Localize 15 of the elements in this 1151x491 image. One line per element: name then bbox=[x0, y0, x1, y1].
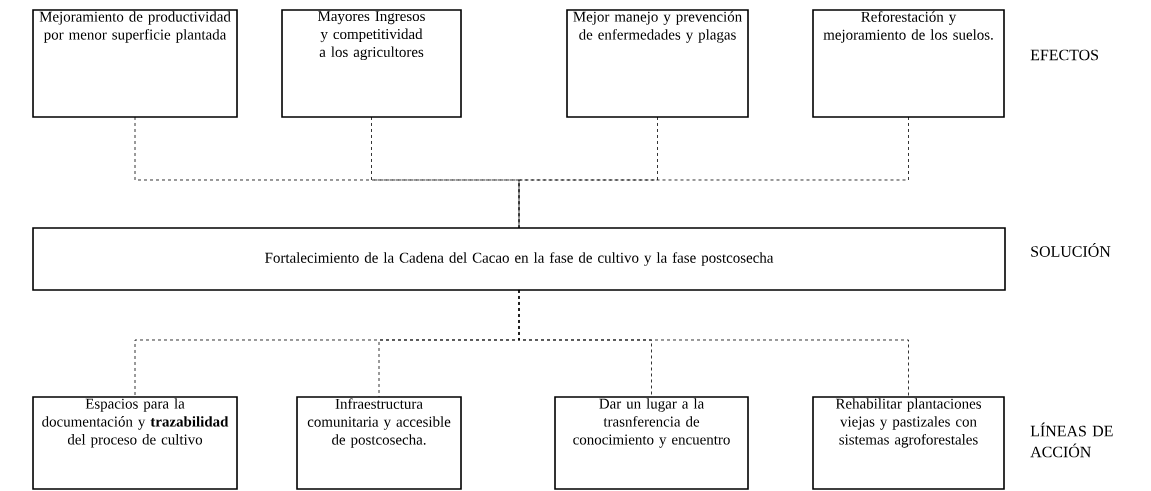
section-label: SOLUCIÓN bbox=[1031, 243, 1111, 257]
action-box: Dar un lugar a la trasnferencia de conocimiento y encuentro bbox=[554, 396, 749, 490]
effect-box: Mejoramiento de productividad por menor superficie plantada bbox=[32, 9, 238, 118]
section-label: EFECTOS bbox=[1030, 49, 1098, 61]
connector-line bbox=[518, 116, 909, 229]
solution-box: Fortalecimiento de la Cadena del Cacao en la fase de cultivo y la fase postcosecha bbox=[32, 227, 1006, 291]
effect-box: Reforestación y mejoramiento de los suelos. bbox=[812, 9, 1005, 118]
section-label: LÍNEAS DE ACCIÓN bbox=[1030, 422, 1113, 458]
effect-box: Mejor manejo y prevención de enfermedades y plagas bbox=[566, 9, 749, 118]
action-box: Infraestructura comunitaria y accesible de postcosecha. bbox=[296, 396, 462, 490]
connector-line bbox=[518, 116, 658, 229]
effect-box: Mayores Ingresos y competitividad a los agricultores bbox=[281, 9, 462, 118]
connector-line bbox=[518, 289, 909, 398]
action-box: Espacios para la documentación y trazabilidad del proceso de cultivo bbox=[32, 396, 238, 490]
action-box: Rehabilitar plantaciones viejas y pastizales con sistemas agroforestales bbox=[812, 396, 1005, 490]
